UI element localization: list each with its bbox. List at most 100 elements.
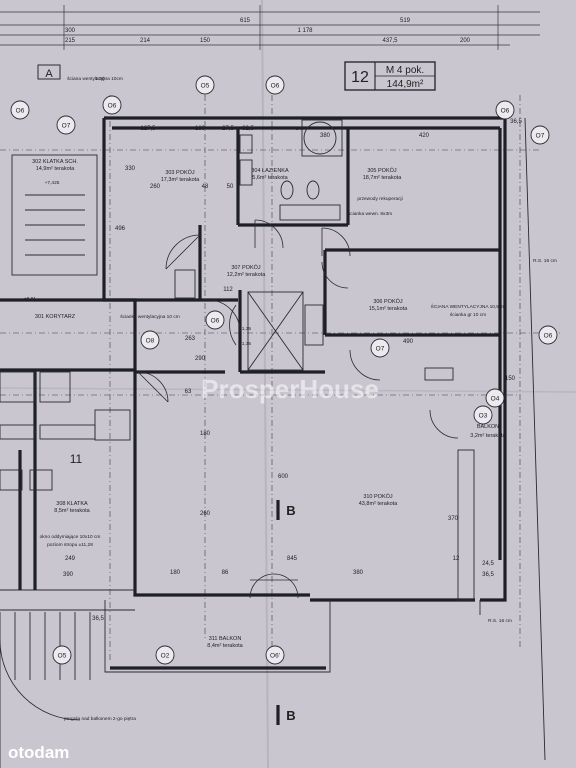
dimension-label: 845 bbox=[287, 556, 298, 562]
grid-axis-label: O2 bbox=[161, 653, 170, 660]
watermark: ProsperHouse bbox=[201, 374, 379, 404]
dimension-label: 214 bbox=[140, 38, 151, 44]
annotation-label: przewody rekuperacji bbox=[357, 196, 402, 202]
grid-axis-label: O6 bbox=[108, 103, 117, 110]
dimension-label: 496 bbox=[115, 226, 126, 232]
dimension-label: 370 bbox=[448, 516, 459, 522]
annotation-label: 1:50 bbox=[95, 76, 105, 82]
dimension-label: 180 bbox=[170, 570, 181, 576]
room-stairs-desc: 14,9m² terakota bbox=[36, 166, 75, 172]
dimension-label: 290 bbox=[195, 356, 206, 362]
unit-number: 12 bbox=[351, 69, 369, 86]
annotation-label: +1,35 bbox=[239, 341, 251, 347]
grid-axis-bubble bbox=[140, 330, 160, 350]
dimension-label: 249 bbox=[65, 556, 76, 562]
dimension-label: 437,5 bbox=[382, 38, 398, 44]
top-dimension-lines bbox=[0, 5, 540, 50]
annotation-label: R.S. 16 cm bbox=[488, 618, 512, 624]
room-balkon-right-desc: 3,2m² terakota bbox=[470, 433, 506, 439]
dimension-label: 390 bbox=[63, 572, 74, 578]
dimension-label: 215 bbox=[65, 38, 76, 44]
dimension-label: 519 bbox=[400, 18, 411, 24]
section-label-b-lower: B bbox=[286, 708, 295, 723]
room-308-desc: 8,5m² terakota bbox=[54, 508, 90, 514]
grid-axis-label: O6 bbox=[211, 318, 220, 325]
section-markers bbox=[37, 64, 280, 725]
grid-axis-bubble bbox=[102, 95, 122, 115]
room-307-desc: 12,2m² terakota bbox=[227, 272, 266, 278]
grid-axis-label: O8 bbox=[146, 338, 155, 345]
dimension-label: 263 bbox=[185, 336, 196, 342]
dimension-label: 380 bbox=[353, 570, 364, 576]
room-303-code: 303 POKÓJ bbox=[165, 169, 195, 176]
annotation-label: pergola nad balkonem 2-go piętra bbox=[64, 716, 136, 722]
dimension-label: 200 bbox=[460, 38, 471, 44]
footer-logo: otodam bbox=[8, 743, 69, 762]
dimension-label: 150 bbox=[505, 376, 516, 382]
grid-axis-label: O6 bbox=[16, 108, 25, 115]
grid-axis-label: O7 bbox=[376, 346, 385, 353]
grid-axis-bubble bbox=[10, 100, 30, 120]
room-307-code: 307 POKÓJ bbox=[231, 264, 261, 271]
grid-axis-bubble bbox=[538, 325, 558, 345]
grid-axis-label: O5 bbox=[201, 83, 210, 90]
annotation-label: 12 bbox=[369, 64, 383, 78]
room-304-code: 304 ŁAZIENKA bbox=[251, 168, 289, 174]
dimension-label: 24,5 bbox=[482, 561, 494, 567]
dimension-label: 260 bbox=[200, 511, 211, 517]
annotation-label: 10 bbox=[193, 701, 207, 715]
dimension-label: 86 bbox=[222, 570, 229, 576]
grid-axis-label: O7 bbox=[536, 133, 545, 140]
dimension-label: 12 bbox=[453, 556, 460, 562]
dimension-label: 180 bbox=[200, 431, 211, 437]
grid-axis-label: O4 bbox=[491, 396, 500, 403]
room-labels: 303 POKÓJ 17,3m² terakota 304 ŁAZIENKA 5… bbox=[32, 159, 507, 649]
grid-axis-label: O7 bbox=[62, 123, 71, 130]
annotation-label: ŚCIANA WENTYLACYJNA 10,5cm bbox=[431, 302, 506, 310]
annotation-label: R.S. 16 cm bbox=[533, 258, 557, 264]
grid-axis-bubble bbox=[155, 645, 175, 665]
dimension-label: 27,5 bbox=[222, 126, 234, 132]
dimension-label: 330 bbox=[125, 166, 136, 172]
room-310-desc: 43,8m² terakota bbox=[359, 501, 398, 507]
balcony-outline bbox=[0, 589, 331, 673]
dimension-label: 1 178 bbox=[297, 28, 313, 34]
room-311-code: 311 BALKON bbox=[209, 636, 242, 642]
dimension-label: 63 bbox=[185, 389, 192, 395]
dimension-label: 48 bbox=[202, 184, 209, 190]
grid-axis-label: O6' bbox=[270, 653, 280, 660]
shafts bbox=[174, 269, 454, 381]
annotation-label: poziom stropu ±11,28 bbox=[47, 542, 93, 548]
grid-axis-bubble bbox=[195, 75, 215, 95]
annotation-label: ścianka wewn. 8x3m bbox=[348, 211, 392, 217]
dimension-label: 36,5 bbox=[92, 616, 104, 622]
annotation-label: 2 nr bbox=[296, 126, 305, 132]
grid-axis-bubble bbox=[485, 388, 505, 408]
annotation-label: ścianka wentylacyjna 10 cm bbox=[120, 314, 179, 320]
dimension-label: 600 bbox=[278, 474, 289, 480]
room-303-desc: 17,3m² terakota bbox=[161, 177, 200, 183]
grid-axis-bubble bbox=[265, 75, 285, 95]
room-balkon-right-code: BALKON bbox=[477, 424, 499, 430]
grid-axis-bubble bbox=[495, 100, 515, 120]
annotation-label: ściana wentylacyjna 10cm bbox=[67, 76, 123, 82]
unit-type: M 4 pok. bbox=[386, 65, 424, 76]
grid-axis-label: O6 bbox=[271, 83, 280, 90]
annotation-label: 11 bbox=[70, 452, 83, 466]
dimension-label: 180 bbox=[195, 126, 206, 132]
grid-axis-bubble bbox=[205, 310, 225, 330]
annotation-label: okno oddymiające 10x10 cm bbox=[40, 534, 101, 540]
grid-axis-label: O5 bbox=[58, 653, 67, 660]
unit-area: 144,9m² bbox=[387, 79, 424, 90]
dimension-label: 36,5 bbox=[510, 119, 522, 125]
room-308-code: 308 KLATKA bbox=[56, 501, 88, 507]
grid-axis-bubble bbox=[56, 115, 76, 135]
section-label-a: A bbox=[45, 68, 53, 80]
room-korytarz-code: 301 KORYTARZ bbox=[35, 314, 76, 320]
annotation-label: +1,35 bbox=[239, 326, 251, 332]
dimension-label: 50 bbox=[227, 184, 234, 190]
annotation-texts: ściana wentylacyjna 10cm ścianka wentylac… bbox=[24, 64, 557, 722]
doors bbox=[137, 219, 459, 599]
dimension-label: 112 bbox=[223, 287, 233, 293]
